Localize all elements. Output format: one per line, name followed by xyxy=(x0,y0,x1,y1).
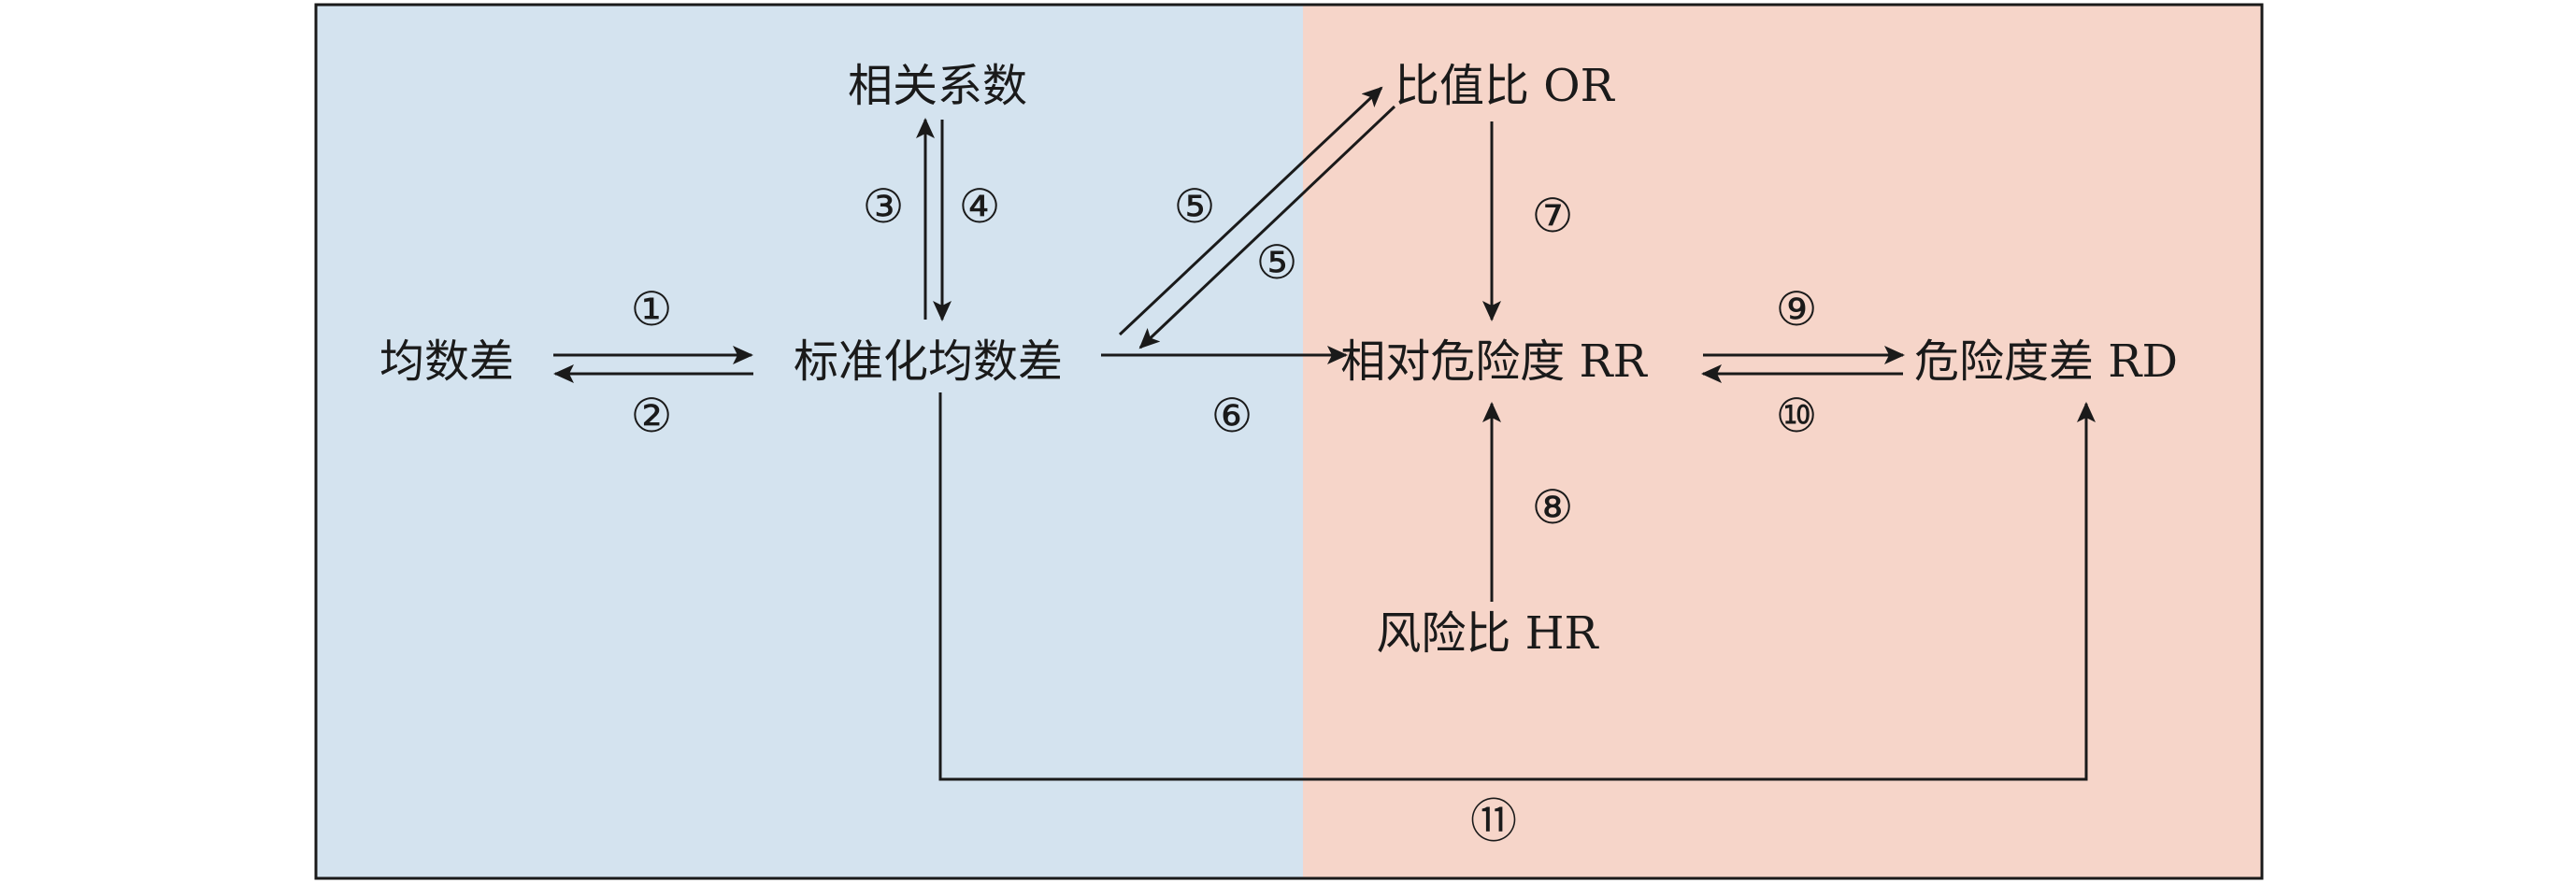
label-10: ⑩ xyxy=(1776,389,1818,443)
label-7: ⑦ xyxy=(1532,189,1574,243)
left-panel xyxy=(316,5,1303,878)
node-odds-ratio: 比值比 OR xyxy=(1395,60,1616,112)
frame-border xyxy=(314,3,2264,880)
label-4: ④ xyxy=(959,179,1001,234)
arrow-5b xyxy=(1138,105,1396,349)
node-correlation: 相关系数 xyxy=(848,60,1027,112)
label-3: ③ xyxy=(863,179,905,234)
label-1: ① xyxy=(631,282,673,336)
node-hazard-ratio: 风险比 HR xyxy=(1376,607,1599,660)
node-relative-risk: 相对危险度 RR xyxy=(1340,335,1648,388)
label-5a: ⑤ xyxy=(1174,179,1216,234)
right-panel xyxy=(1303,5,2262,878)
label-2: ② xyxy=(631,389,673,443)
label-9: ⑨ xyxy=(1776,282,1818,336)
arrow-5a xyxy=(1118,86,1383,336)
label-5b: ⑤ xyxy=(1256,235,1298,290)
label-6: ⑥ xyxy=(1211,389,1253,443)
node-smd: 标准化均数差 xyxy=(794,335,1063,388)
node-risk-difference: 危险度差 RD xyxy=(1914,335,2178,388)
label-8: ⑧ xyxy=(1532,480,1574,534)
node-mean-difference: 均数差 xyxy=(379,335,514,388)
arrow-11 xyxy=(938,392,2096,781)
label-11: ⑪ xyxy=(1470,794,1517,848)
